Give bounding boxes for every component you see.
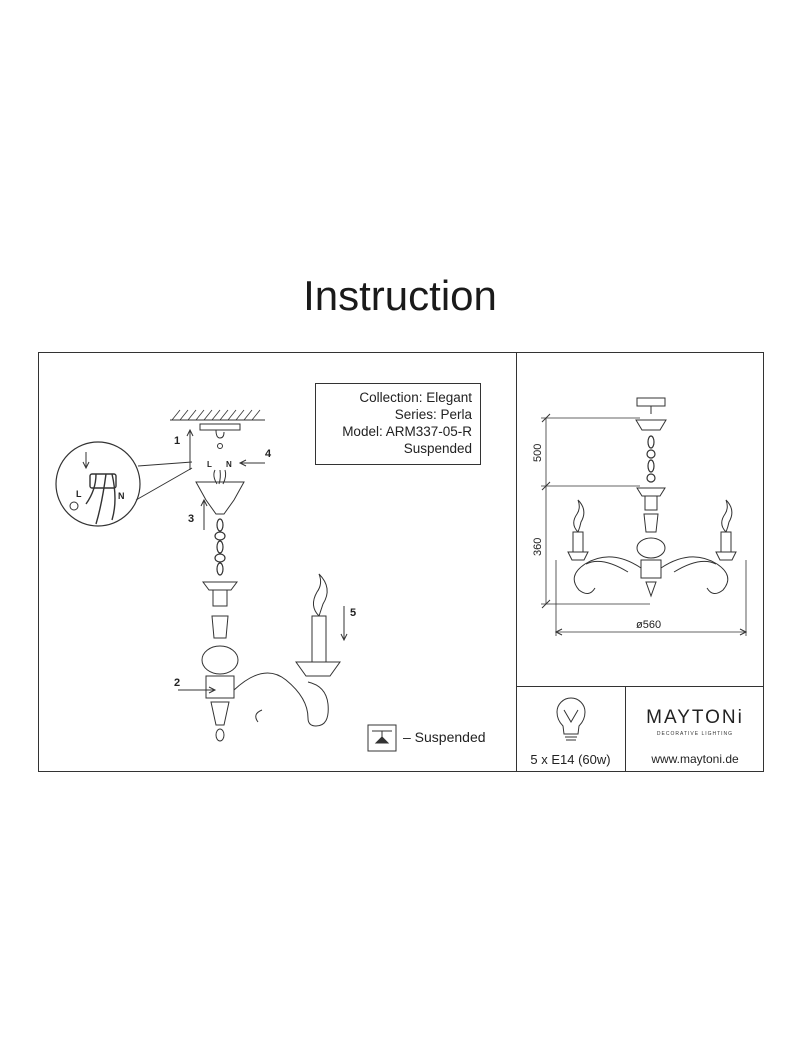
step-3-label: 3 xyxy=(188,513,194,525)
dimension-diameter: ø560 xyxy=(636,619,661,631)
divider-horizontal xyxy=(516,686,764,687)
bulb-icon xyxy=(556,697,586,741)
brand-logo: MAYTONi xyxy=(646,707,744,728)
step-5-label: 5 xyxy=(350,607,356,619)
page-title: Instruction xyxy=(303,272,497,319)
terminal-neutral-label: N xyxy=(118,491,125,501)
wire-neutral-label: N xyxy=(226,460,232,469)
divider-vertical-footer xyxy=(625,686,626,772)
bulb-spec: 5 x E14 (60w) xyxy=(530,752,611,767)
dimension-height-top: 500 xyxy=(532,444,544,462)
brand-url: www.maytoni.de xyxy=(651,752,739,766)
step-2-label: 2 xyxy=(174,677,180,689)
step-1-label: 1 xyxy=(174,435,180,447)
brand-tagline: DECORATIVE LIGHTING xyxy=(656,731,734,737)
terminal-live-label: L xyxy=(76,489,82,499)
collection-label: Collection: Elegant xyxy=(359,390,472,405)
dimension-height-body: 360 xyxy=(532,538,544,556)
suspended-legend-label: – Suspended xyxy=(403,729,486,745)
series-label: Series: Perla xyxy=(394,407,472,422)
wire-live-label: L xyxy=(207,460,212,469)
suspended-icon xyxy=(367,724,397,752)
instruction-sheet xyxy=(38,352,764,772)
product-info-box: Collection: Elegant Series: Perla Model:… xyxy=(315,383,481,465)
divider-vertical xyxy=(516,352,517,772)
type-label: Suspended xyxy=(403,441,472,456)
step-labels: 1 2 3 4 5 L N L N xyxy=(76,435,356,689)
step-4-label: 4 xyxy=(265,448,272,460)
model-label: Model: ARM337-05-R xyxy=(342,424,472,439)
